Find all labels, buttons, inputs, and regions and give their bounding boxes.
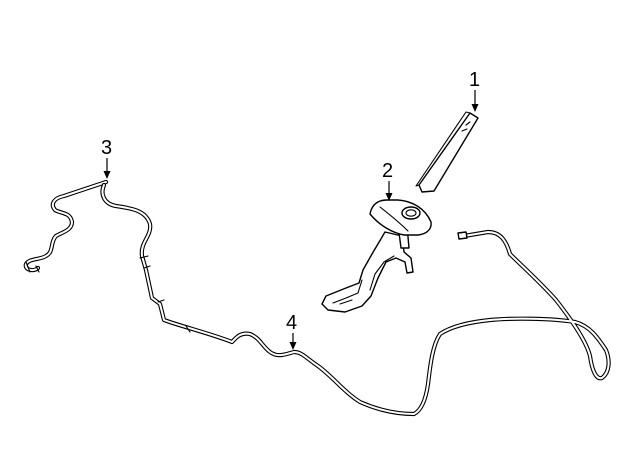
part-2-antenna-base[interactable] [321,199,432,313]
callout-2-label: 2 [382,160,393,182]
part-3-short-cable[interactable] [23,179,109,273]
part-1-antenna-mast[interactable] [415,111,479,193]
callout-3-label: 3 [101,137,112,159]
part-4-main-cable[interactable] [100,182,611,417]
callout-4: 4 [286,312,297,350]
callout-3: 3 [101,137,112,179]
callout-4-label: 4 [286,312,297,334]
callout-1-label: 1 [469,69,480,91]
callout-1: 1 [469,69,480,112]
callout-2: 2 [382,160,393,201]
